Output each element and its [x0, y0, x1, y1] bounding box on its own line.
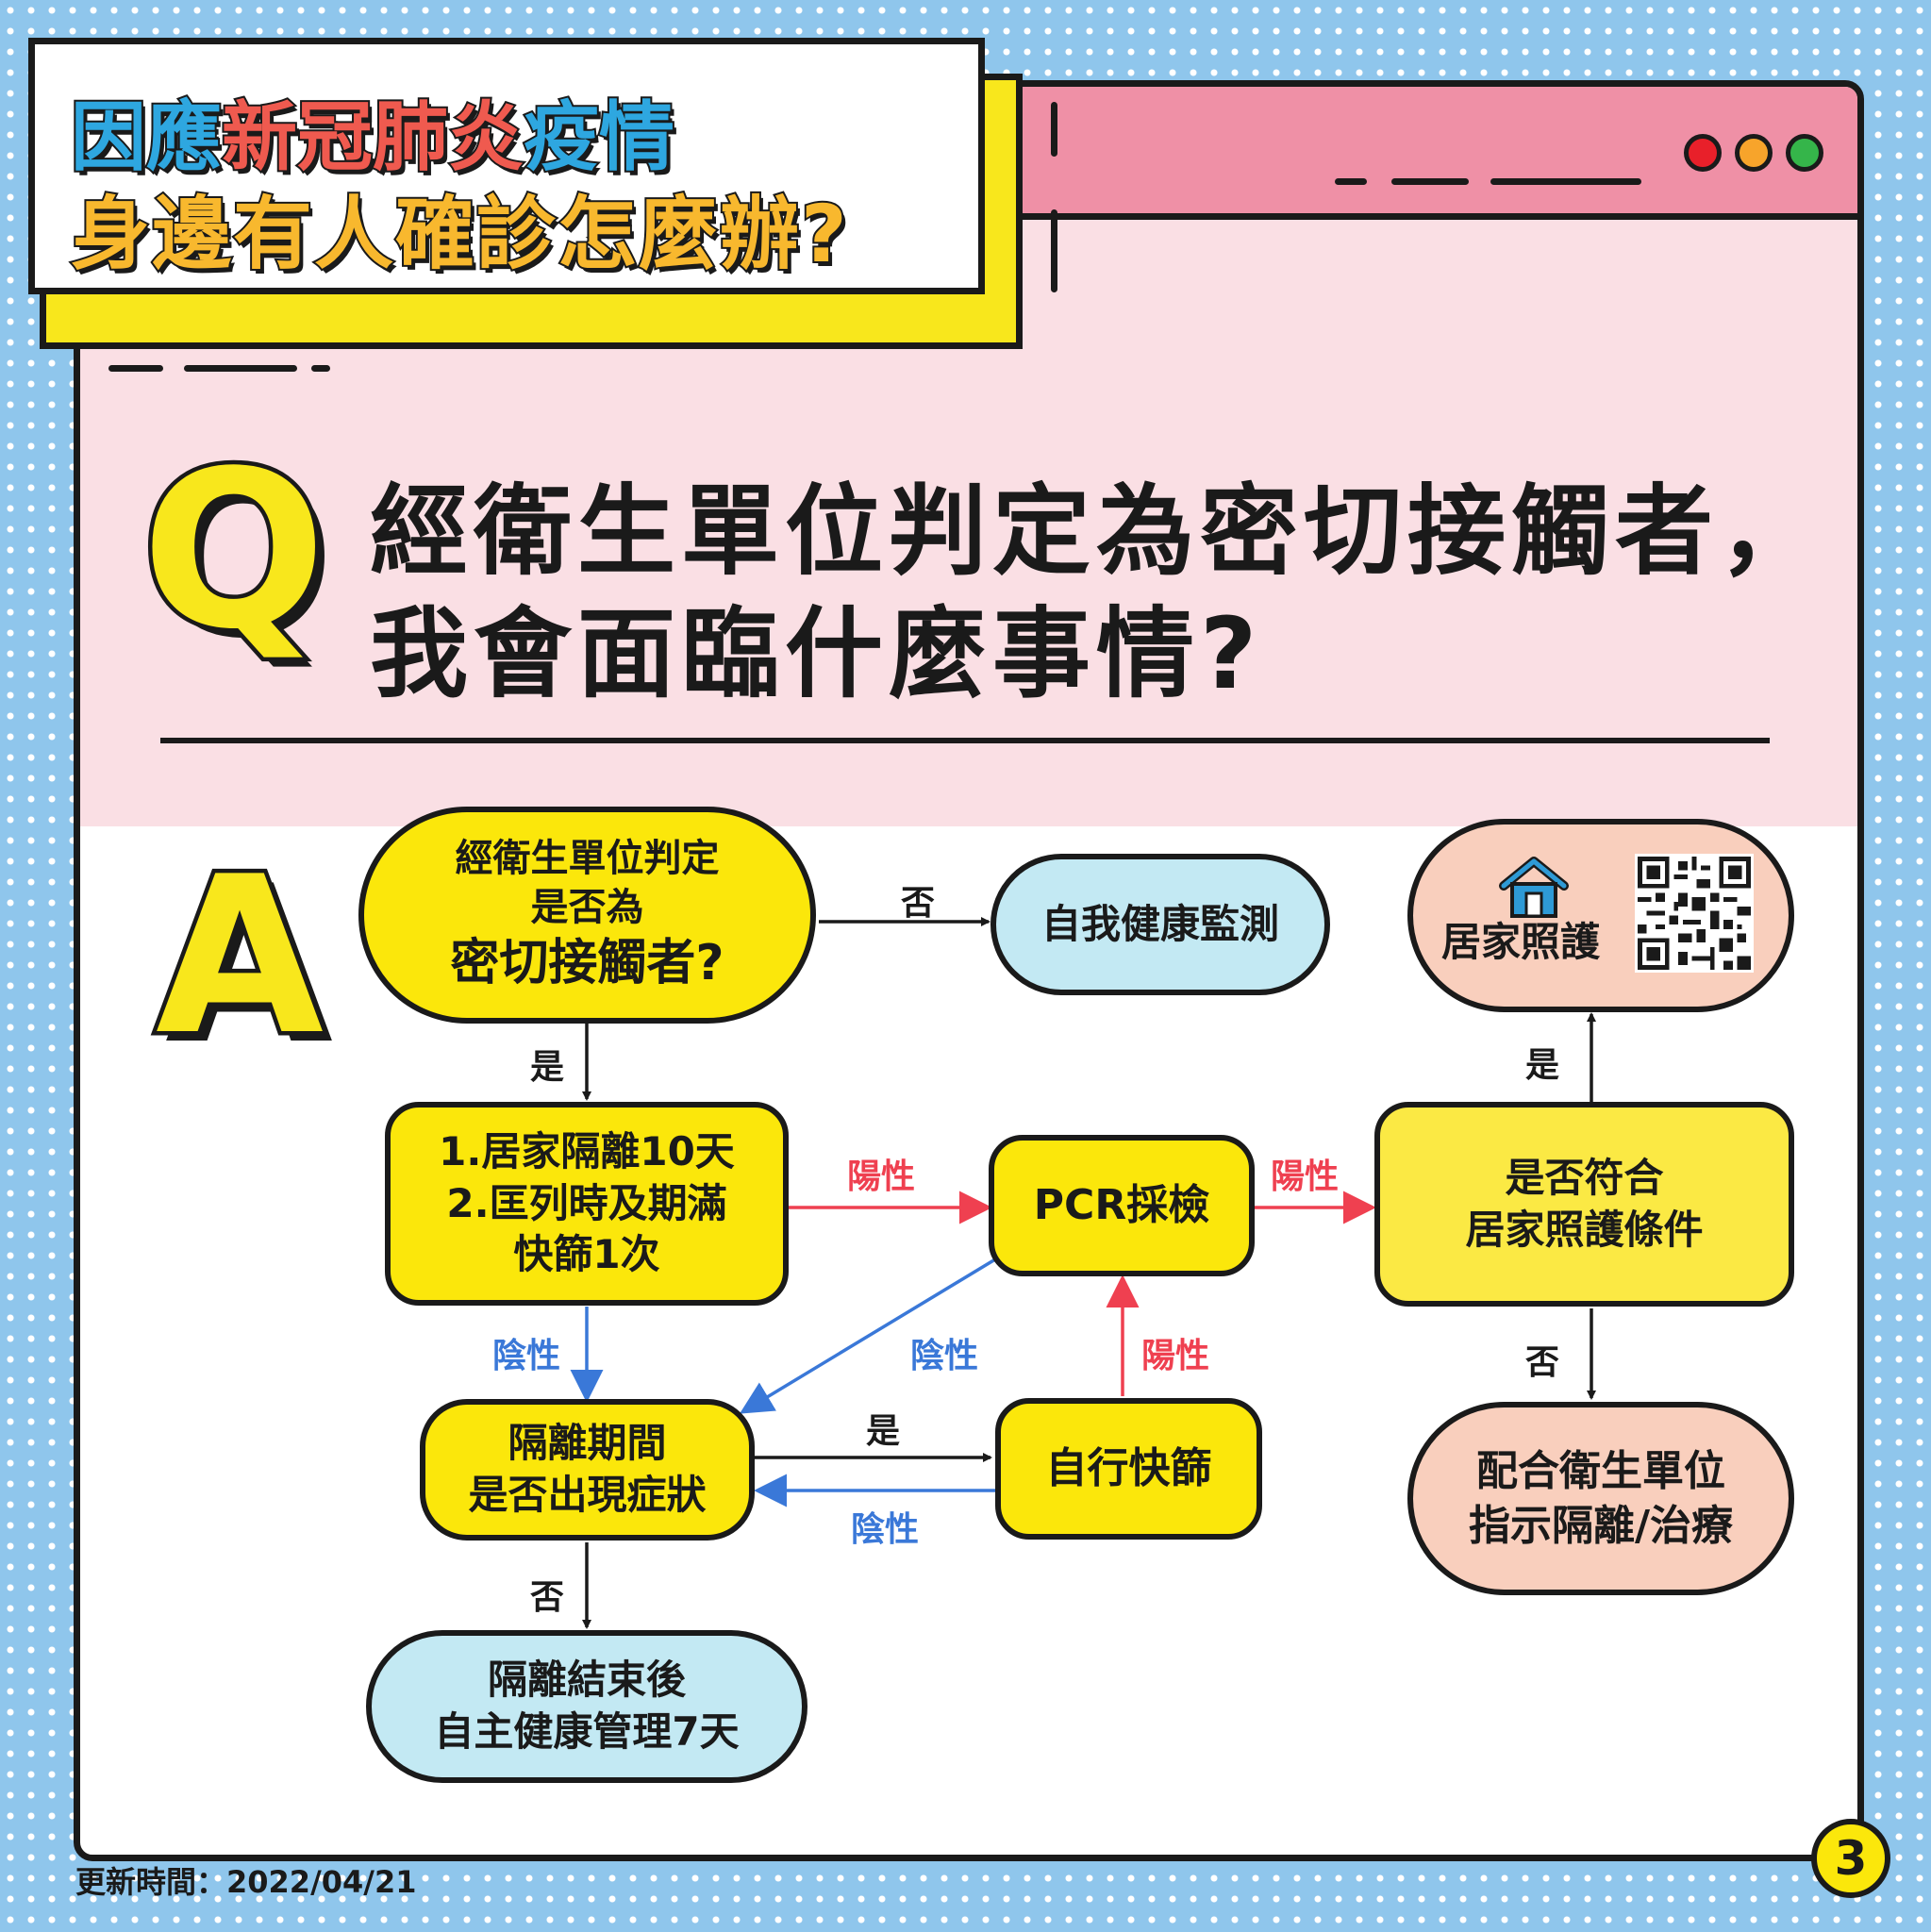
label-negative-1: 陰性 — [492, 1337, 561, 1375]
window-controls — [1684, 134, 1823, 172]
update-time: 更新時間：2022/04/21 — [75, 1864, 417, 1900]
node-criteria-line: 是否符合 — [1505, 1154, 1664, 1201]
question-line-1: 經衛生單位判定為密切接觸者， — [370, 474, 1823, 589]
window-dot-red — [1684, 134, 1722, 172]
question-line-2: 我會面臨什麼事情? — [370, 596, 1263, 711]
node-self-test-label: 自行快篩 — [1045, 1444, 1212, 1493]
title-box: 因應新冠肺炎疫情 身邊有人確診怎麼辦? — [28, 38, 985, 294]
vertical-dash — [1051, 209, 1057, 292]
window-dot-orange — [1735, 134, 1773, 172]
node-follow-instructions: 配合衛生單位 指示隔離/治療 — [1407, 1402, 1794, 1595]
page-number-badge: 3 — [1811, 1819, 1890, 1898]
panel-dash — [311, 365, 330, 372]
label-positive-1: 陽性 — [847, 1158, 916, 1196]
label-negative-3: 陰性 — [851, 1510, 920, 1549]
vertical-dash — [1051, 102, 1057, 157]
node-follow-line: 指示隔離/治療 — [1468, 1501, 1734, 1550]
panel-dash — [184, 365, 297, 372]
node-self-rapid-test: 自行快篩 — [995, 1398, 1262, 1540]
node-symptoms-line: 是否出現症狀 — [468, 1472, 707, 1518]
title-segment-0: 因應 — [69, 92, 224, 183]
label-negative-2: 陰性 — [910, 1337, 979, 1375]
node-after-line: 隔離結束後 — [487, 1657, 686, 1704]
title-line-1: 因應新冠肺炎疫情 — [69, 76, 676, 186]
q-letter: Q — [138, 425, 331, 677]
node-self-monitor-label: 自我健康監測 — [1040, 900, 1279, 947]
node-quarantine-line: 2.匡列時及期滿 — [446, 1179, 727, 1226]
label-positive-3: 陽性 — [1141, 1337, 1210, 1375]
node-symptoms-line: 隔離期間 — [508, 1420, 667, 1467]
node-quarantine-line: 1.居家隔離10天 — [439, 1128, 735, 1175]
qr-code-icon[interactable] — [1635, 854, 1754, 973]
panel-dash — [108, 365, 163, 372]
node-pcr-test: PCR採檢 — [989, 1135, 1255, 1276]
house-icon — [1499, 857, 1569, 918]
titlebar-dash — [1490, 178, 1641, 185]
node-self-monitor: 自我健康監測 — [990, 854, 1330, 995]
node-pcr-label: PCR採檢 — [1033, 1181, 1210, 1230]
label-criteria-yes: 是 — [1525, 1046, 1560, 1085]
node-quarantine: 1.居家隔離10天 2.匡列時及期滿 快篩1次 — [385, 1102, 789, 1306]
node-after-quarantine: 隔離結束後 自主健康管理7天 — [366, 1630, 807, 1783]
label-symptoms-yes: 是 — [866, 1412, 901, 1451]
title-segment-2: 疫情 — [522, 92, 676, 183]
title-segment-1: 新冠肺炎 — [220, 92, 525, 183]
title-line-2: 身邊有人確診怎麼辦? — [69, 186, 849, 282]
titlebar-dash — [1391, 178, 1469, 185]
node-judge-line: 密切接觸者? — [450, 935, 724, 992]
node-criteria-line: 居家照護條件 — [1465, 1206, 1704, 1253]
label-judge-no: 否 — [901, 884, 936, 923]
label-judge-yes: 是 — [530, 1048, 565, 1087]
node-symptoms: 隔離期間 是否出現症狀 — [420, 1399, 755, 1541]
divider — [160, 738, 1770, 743]
window-dot-green — [1786, 134, 1823, 172]
node-judge-line: 經衛生單位判定 — [455, 837, 720, 881]
label-criteria-no: 否 — [1525, 1343, 1560, 1382]
node-follow-line: 配合衛生單位 — [1476, 1447, 1725, 1496]
node-judge-close-contact: 經衛生單位判定 是否為 密切接觸者? — [358, 807, 816, 1024]
node-after-line: 自主健康管理7天 — [434, 1708, 740, 1755]
label-symptoms-no: 否 — [530, 1578, 565, 1617]
edge-pcr-symptoms — [740, 1257, 996, 1414]
node-home-care-criteria: 是否符合 居家照護條件 — [1374, 1102, 1794, 1307]
label-positive-2: 陽性 — [1271, 1158, 1340, 1196]
titlebar-dash — [1335, 178, 1367, 185]
node-judge-line: 是否為 — [530, 886, 644, 930]
a-letter: A — [151, 831, 327, 1083]
node-quarantine-line: 快篩1次 — [513, 1231, 660, 1278]
node-home-care-label: 居家照護 — [1440, 919, 1600, 966]
